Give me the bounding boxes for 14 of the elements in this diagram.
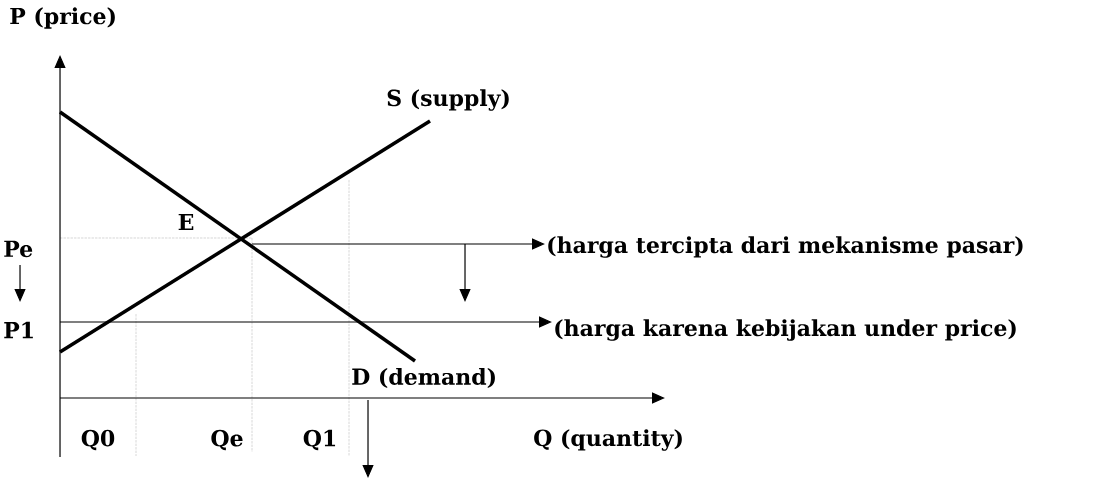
axis-label: P1 — [4, 321, 33, 339]
axis-label: D (demand) — [352, 367, 495, 389]
axis-label: Pe — [4, 240, 33, 258]
axis-label: Q (quantity) — [534, 429, 682, 451]
axis-label: Q1 — [303, 429, 336, 451]
price-label: (harga tercipta dari mekanisme pasar) — [548, 236, 1023, 258]
axis-label: Q0 — [81, 429, 115, 451]
axis-label: S (supply) — [387, 89, 509, 111]
arrow — [59, 316, 552, 328]
arrow — [251, 238, 545, 250]
axis-label: Qe — [211, 429, 243, 451]
price-label: (harga karena kebijakan under price) — [555, 319, 1016, 341]
axis-label: E — [178, 213, 194, 230]
axis-label: P (price) — [10, 7, 115, 29]
